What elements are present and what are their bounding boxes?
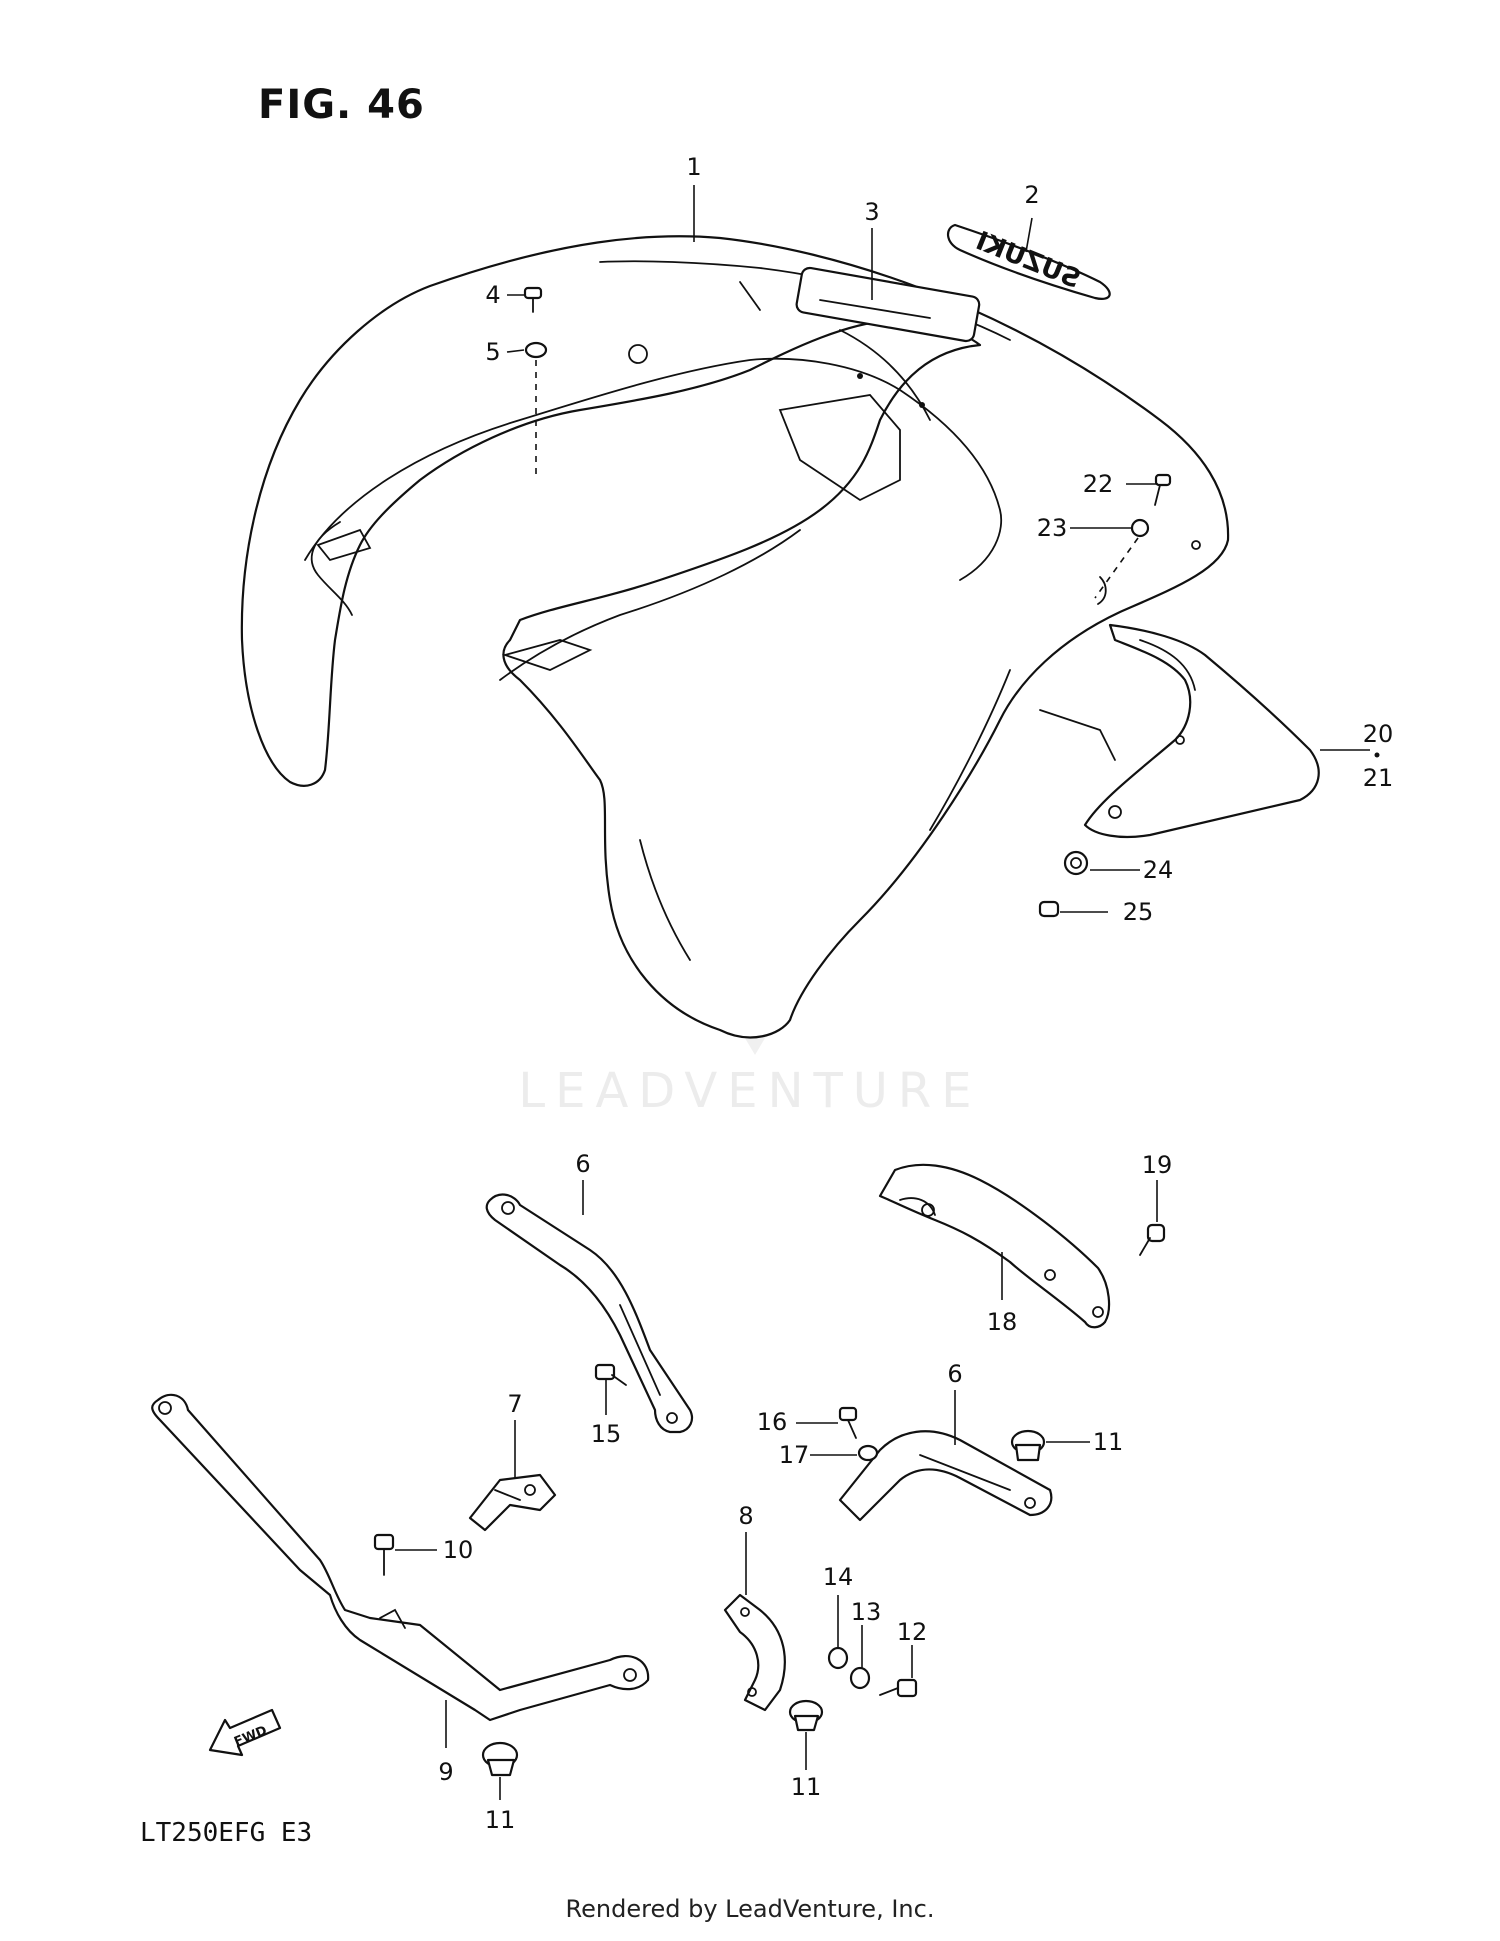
bracket-part-8 xyxy=(723,1593,786,1712)
bolt-part-15 xyxy=(594,1363,627,1386)
clamp-part-7 xyxy=(468,1473,557,1532)
callout-9: 9 xyxy=(438,1758,453,1786)
callout-14: 14 xyxy=(823,1563,854,1591)
callout-15: 15 xyxy=(591,1420,622,1448)
callout-7: 7 xyxy=(507,1390,522,1418)
washer-part-17 xyxy=(857,1444,879,1462)
callout-8: 8 xyxy=(738,1502,753,1530)
callout-20: 20 xyxy=(1363,720,1394,748)
callout-11-c: 11 xyxy=(791,1773,822,1801)
bolt-part-19 xyxy=(1139,1223,1166,1256)
callout-24: 24 xyxy=(1143,856,1174,884)
callout-21: 21 xyxy=(1363,764,1394,792)
callout-25: 25 xyxy=(1123,898,1154,926)
washer-part-14 xyxy=(827,1646,849,1670)
callout-6-upper: 6 xyxy=(575,1150,590,1178)
plug-part-11-a xyxy=(1010,1429,1046,1462)
grommet-part-24 xyxy=(1063,850,1089,876)
nut-part-25 xyxy=(1038,900,1060,918)
callout-17: 17 xyxy=(779,1441,810,1469)
plug-part-11-c xyxy=(788,1699,824,1732)
callout-16: 16 xyxy=(757,1408,788,1436)
figure-title: FIG. 46 xyxy=(258,82,425,128)
callout-22: 22 xyxy=(1083,470,1114,498)
nut-part-5 xyxy=(524,341,548,359)
callout-23: 23 xyxy=(1037,514,1068,542)
callout-13: 13 xyxy=(851,1598,882,1626)
rod-part-9 xyxy=(151,1393,650,1722)
callout-6-lower: 6 xyxy=(947,1360,962,1388)
callout-12: 12 xyxy=(897,1618,928,1646)
washer-part-13 xyxy=(849,1666,871,1690)
bolt-part-22 xyxy=(1154,473,1172,506)
callout-3: 3 xyxy=(864,198,879,226)
callout-11-a: 11 xyxy=(1093,1428,1124,1456)
bolt-part-10 xyxy=(373,1533,395,1576)
forward-arrow: FWD xyxy=(208,1708,282,1757)
side-guard-part-20-21 xyxy=(1039,623,1320,839)
callout-19: 19 xyxy=(1142,1151,1173,1179)
bolt-part-16 xyxy=(838,1406,858,1439)
model-code: LT250EFG E3 xyxy=(140,1818,313,1848)
fasteners xyxy=(373,286,1172,1777)
rear-fender-part-1 xyxy=(240,235,1230,1039)
callout-5: 5 xyxy=(485,338,500,366)
callout-2: 2 xyxy=(1024,181,1039,209)
screw-part-4 xyxy=(523,286,543,313)
callout-11-b: 11 xyxy=(485,1806,516,1834)
callout-4: 4 xyxy=(485,281,500,309)
callouts: 1 2 3 4 5 6 6 7 8 9 10 11 11 11 12 13 14 xyxy=(395,153,1393,1834)
callout-18: 18 xyxy=(987,1308,1018,1336)
stay-part-6-lower xyxy=(838,1430,1053,1522)
callout-10: 10 xyxy=(443,1536,474,1564)
footer-credit: Rendered by LeadVenture, Inc. xyxy=(565,1895,935,1923)
rear-guard-part-18 xyxy=(878,1163,1111,1329)
callout-1: 1 xyxy=(686,153,701,181)
bolt-part-12 xyxy=(879,1678,918,1698)
plug-part-11-b xyxy=(481,1741,519,1777)
watermark-brand: LEADVENTURE xyxy=(518,1063,982,1119)
washer-part-23 xyxy=(1130,518,1150,538)
stay-part-6-upper xyxy=(485,1193,694,1434)
